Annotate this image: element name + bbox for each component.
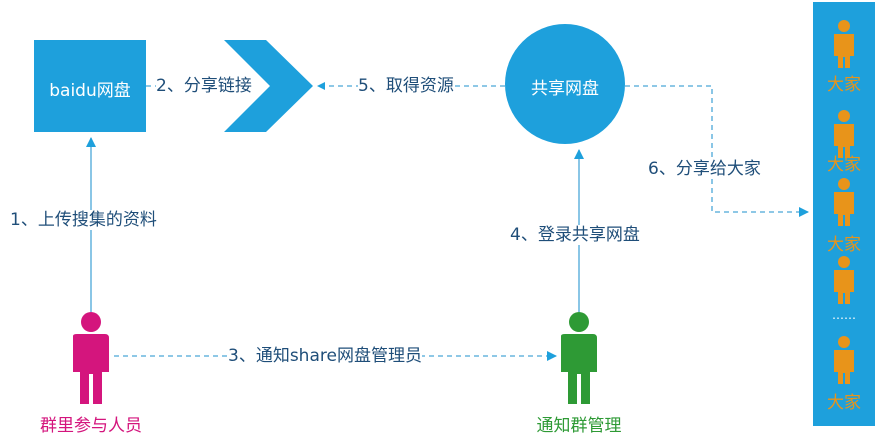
share-link-chevron <box>224 40 313 132</box>
admin-label: 通知群管理 <box>536 416 622 436</box>
everyone-label-1: 大家 <box>827 75 861 95</box>
edge-label-step5: 5、取得资源 <box>358 76 454 96</box>
everyone-label-3: 大家 <box>827 235 861 255</box>
everyone-person-icon-5 <box>834 336 854 384</box>
edge-label-step1: 1、上传搜集的资料 <box>10 210 157 230</box>
admin-person-icon <box>561 312 597 404</box>
member-person-icon <box>73 312 109 404</box>
edge-step6 <box>625 85 809 217</box>
baidu-drive-box <box>34 40 146 132</box>
shared-drive-circle <box>505 24 625 144</box>
everyone-person-icon-1 <box>834 20 854 68</box>
edge-label-step3: 3、通知share网盘管理员 <box>228 346 422 366</box>
shared-drive-label: 共享网盘 <box>531 79 599 99</box>
edge-label-step4: 4、登录共享网盘 <box>510 225 640 245</box>
everyone-label-5: 大家 <box>827 393 861 413</box>
baidu-drive-label: baidu网盘 <box>49 81 131 101</box>
everyone-ellipsis: …… <box>832 308 856 322</box>
edge-label-step6: 6、分享给大家 <box>648 159 761 179</box>
member-label: 群里参与人员 <box>40 416 142 436</box>
everyone-label-2: 大家 <box>827 155 861 175</box>
everyone-person-icon-3 <box>834 178 854 226</box>
everyone-person-icon-4 <box>834 256 854 304</box>
everyone-person-icon-2 <box>834 110 854 158</box>
edge-label-step2: 2、分享链接 <box>156 76 252 96</box>
